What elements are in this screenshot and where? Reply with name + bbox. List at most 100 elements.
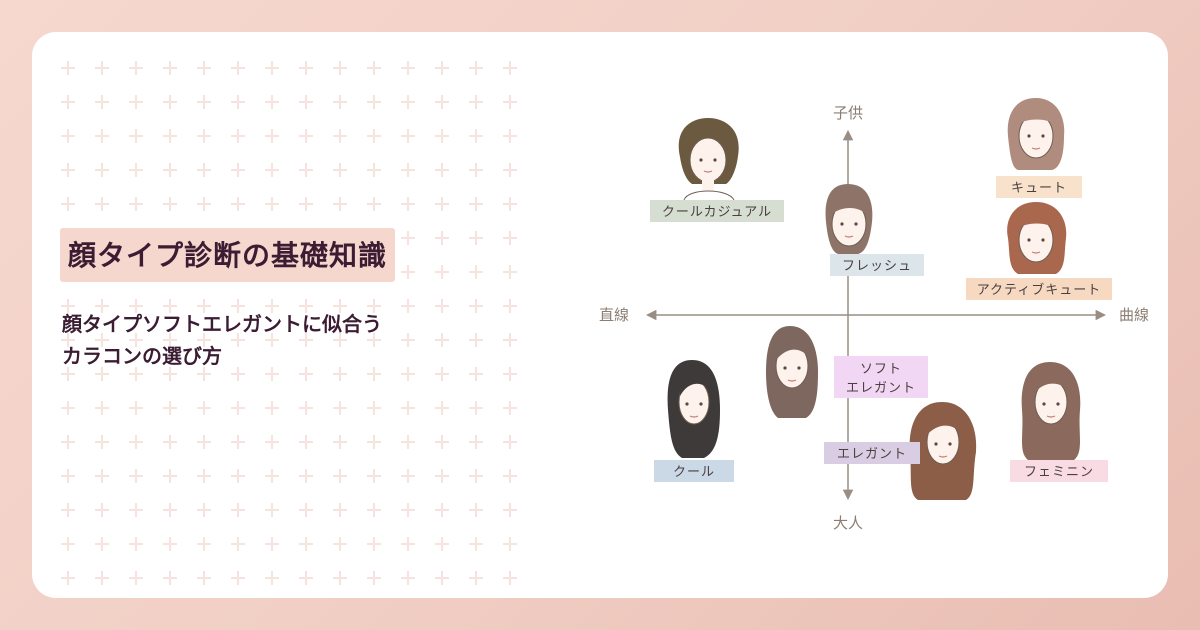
cross-mark xyxy=(333,299,347,313)
cross-mark xyxy=(367,401,381,415)
axis-label-bottom: 大人 xyxy=(833,514,863,532)
tag-active-cute-label: アクティブキュート xyxy=(977,282,1102,298)
cross-mark xyxy=(95,503,109,517)
cross-mark xyxy=(367,333,381,347)
cross-mark xyxy=(95,61,109,75)
cross-mark xyxy=(61,299,75,313)
cross-mark xyxy=(401,163,415,177)
cross-mark xyxy=(265,401,279,415)
cross-mark xyxy=(299,435,313,449)
cross-mark xyxy=(469,265,483,279)
cross-mark xyxy=(299,299,313,313)
cross-mark xyxy=(95,571,109,585)
cross-mark xyxy=(299,333,313,347)
cross-mark xyxy=(299,367,313,381)
cross-mark xyxy=(129,571,143,585)
cross-mark xyxy=(265,197,279,211)
cross-mark xyxy=(61,163,75,177)
cross-mark xyxy=(333,571,347,585)
tag-active-cute: アクティブキュート xyxy=(966,278,1112,300)
cross-mark xyxy=(401,231,415,245)
cross-mark xyxy=(401,197,415,211)
cross-mark xyxy=(197,197,211,211)
cross-mark xyxy=(129,469,143,483)
cross-mark xyxy=(299,197,313,211)
cross-mark xyxy=(163,197,177,211)
cross-mark xyxy=(231,61,245,75)
cross-mark xyxy=(435,129,449,143)
cross-mark xyxy=(231,469,245,483)
cross-mark xyxy=(401,333,415,347)
woman-illustration-icon xyxy=(825,184,873,254)
cross-mark xyxy=(503,163,517,177)
cross-mark xyxy=(163,469,177,483)
cross-mark xyxy=(469,537,483,551)
content-card: 顔タイプ診断の基礎知識 顔タイプソフトエレガントに似合う カラコンの選び方 子供… xyxy=(32,32,1168,598)
axis-label-top: 子供 xyxy=(833,104,863,122)
cross-mark xyxy=(333,129,347,143)
cross-mark xyxy=(95,469,109,483)
cross-mark xyxy=(333,469,347,483)
cross-mark xyxy=(231,333,245,347)
cross-mark xyxy=(367,503,381,517)
cross-mark xyxy=(367,95,381,109)
cross-mark xyxy=(401,469,415,483)
cross-mark xyxy=(435,95,449,109)
cross-mark xyxy=(163,129,177,143)
cross-mark xyxy=(299,469,313,483)
page-subtitle: 顔タイプソフトエレガントに似合う カラコンの選び方 xyxy=(62,308,382,372)
cross-mark xyxy=(401,435,415,449)
tag-fresh-label: フレッシュ xyxy=(842,259,912,274)
woman-illustration-icon xyxy=(678,118,739,201)
cross-mark xyxy=(61,469,75,483)
cross-mark xyxy=(197,367,211,381)
woman-illustration-icon xyxy=(667,360,720,458)
cross-mark xyxy=(197,163,211,177)
cross-mark xyxy=(163,61,177,75)
cross-mark xyxy=(299,571,313,585)
cross-mark xyxy=(503,95,517,109)
cross-mark xyxy=(129,197,143,211)
cross-mark xyxy=(435,197,449,211)
cross-mark xyxy=(367,197,381,211)
cross-mark xyxy=(435,469,449,483)
cross-mark xyxy=(503,469,517,483)
cross-mark xyxy=(197,537,211,551)
cross-mark xyxy=(469,435,483,449)
cross-mark xyxy=(503,571,517,585)
tag-cool-casual: クールカジュアル xyxy=(650,200,784,222)
cross-mark xyxy=(265,469,279,483)
cross-mark xyxy=(333,435,347,449)
cross-mark xyxy=(163,333,177,347)
cross-mark xyxy=(469,129,483,143)
tag-cool-label: クール xyxy=(673,465,715,480)
cross-mark xyxy=(61,129,75,143)
cross-mark xyxy=(367,163,381,177)
cross-mark xyxy=(265,503,279,517)
cross-mark xyxy=(503,299,517,313)
cross-mark xyxy=(61,367,75,381)
cross-mark xyxy=(469,299,483,313)
tag-soft-elegant-label-2: エレガント xyxy=(846,381,916,396)
cross-mark xyxy=(61,503,75,517)
cross-mark xyxy=(333,503,347,517)
cross-mark xyxy=(401,571,415,585)
cross-mark xyxy=(435,231,449,245)
cross-mark xyxy=(401,129,415,143)
cross-mark xyxy=(367,61,381,75)
cross-mark xyxy=(503,333,517,347)
cross-mark xyxy=(435,265,449,279)
cross-mark xyxy=(61,435,75,449)
cross-mark xyxy=(197,503,211,517)
title-box: 顔タイプ診断の基礎知識 xyxy=(60,228,396,282)
cross-mark xyxy=(401,299,415,313)
tag-fresh: フレッシュ xyxy=(830,254,924,276)
axis-label-right: 曲線 xyxy=(1119,306,1149,324)
cross-mark xyxy=(231,95,245,109)
cross-mark xyxy=(469,163,483,177)
cross-mark xyxy=(265,163,279,177)
cross-mark xyxy=(503,401,517,415)
cross-mark xyxy=(197,95,211,109)
cross-mark xyxy=(469,469,483,483)
cross-mark xyxy=(231,299,245,313)
